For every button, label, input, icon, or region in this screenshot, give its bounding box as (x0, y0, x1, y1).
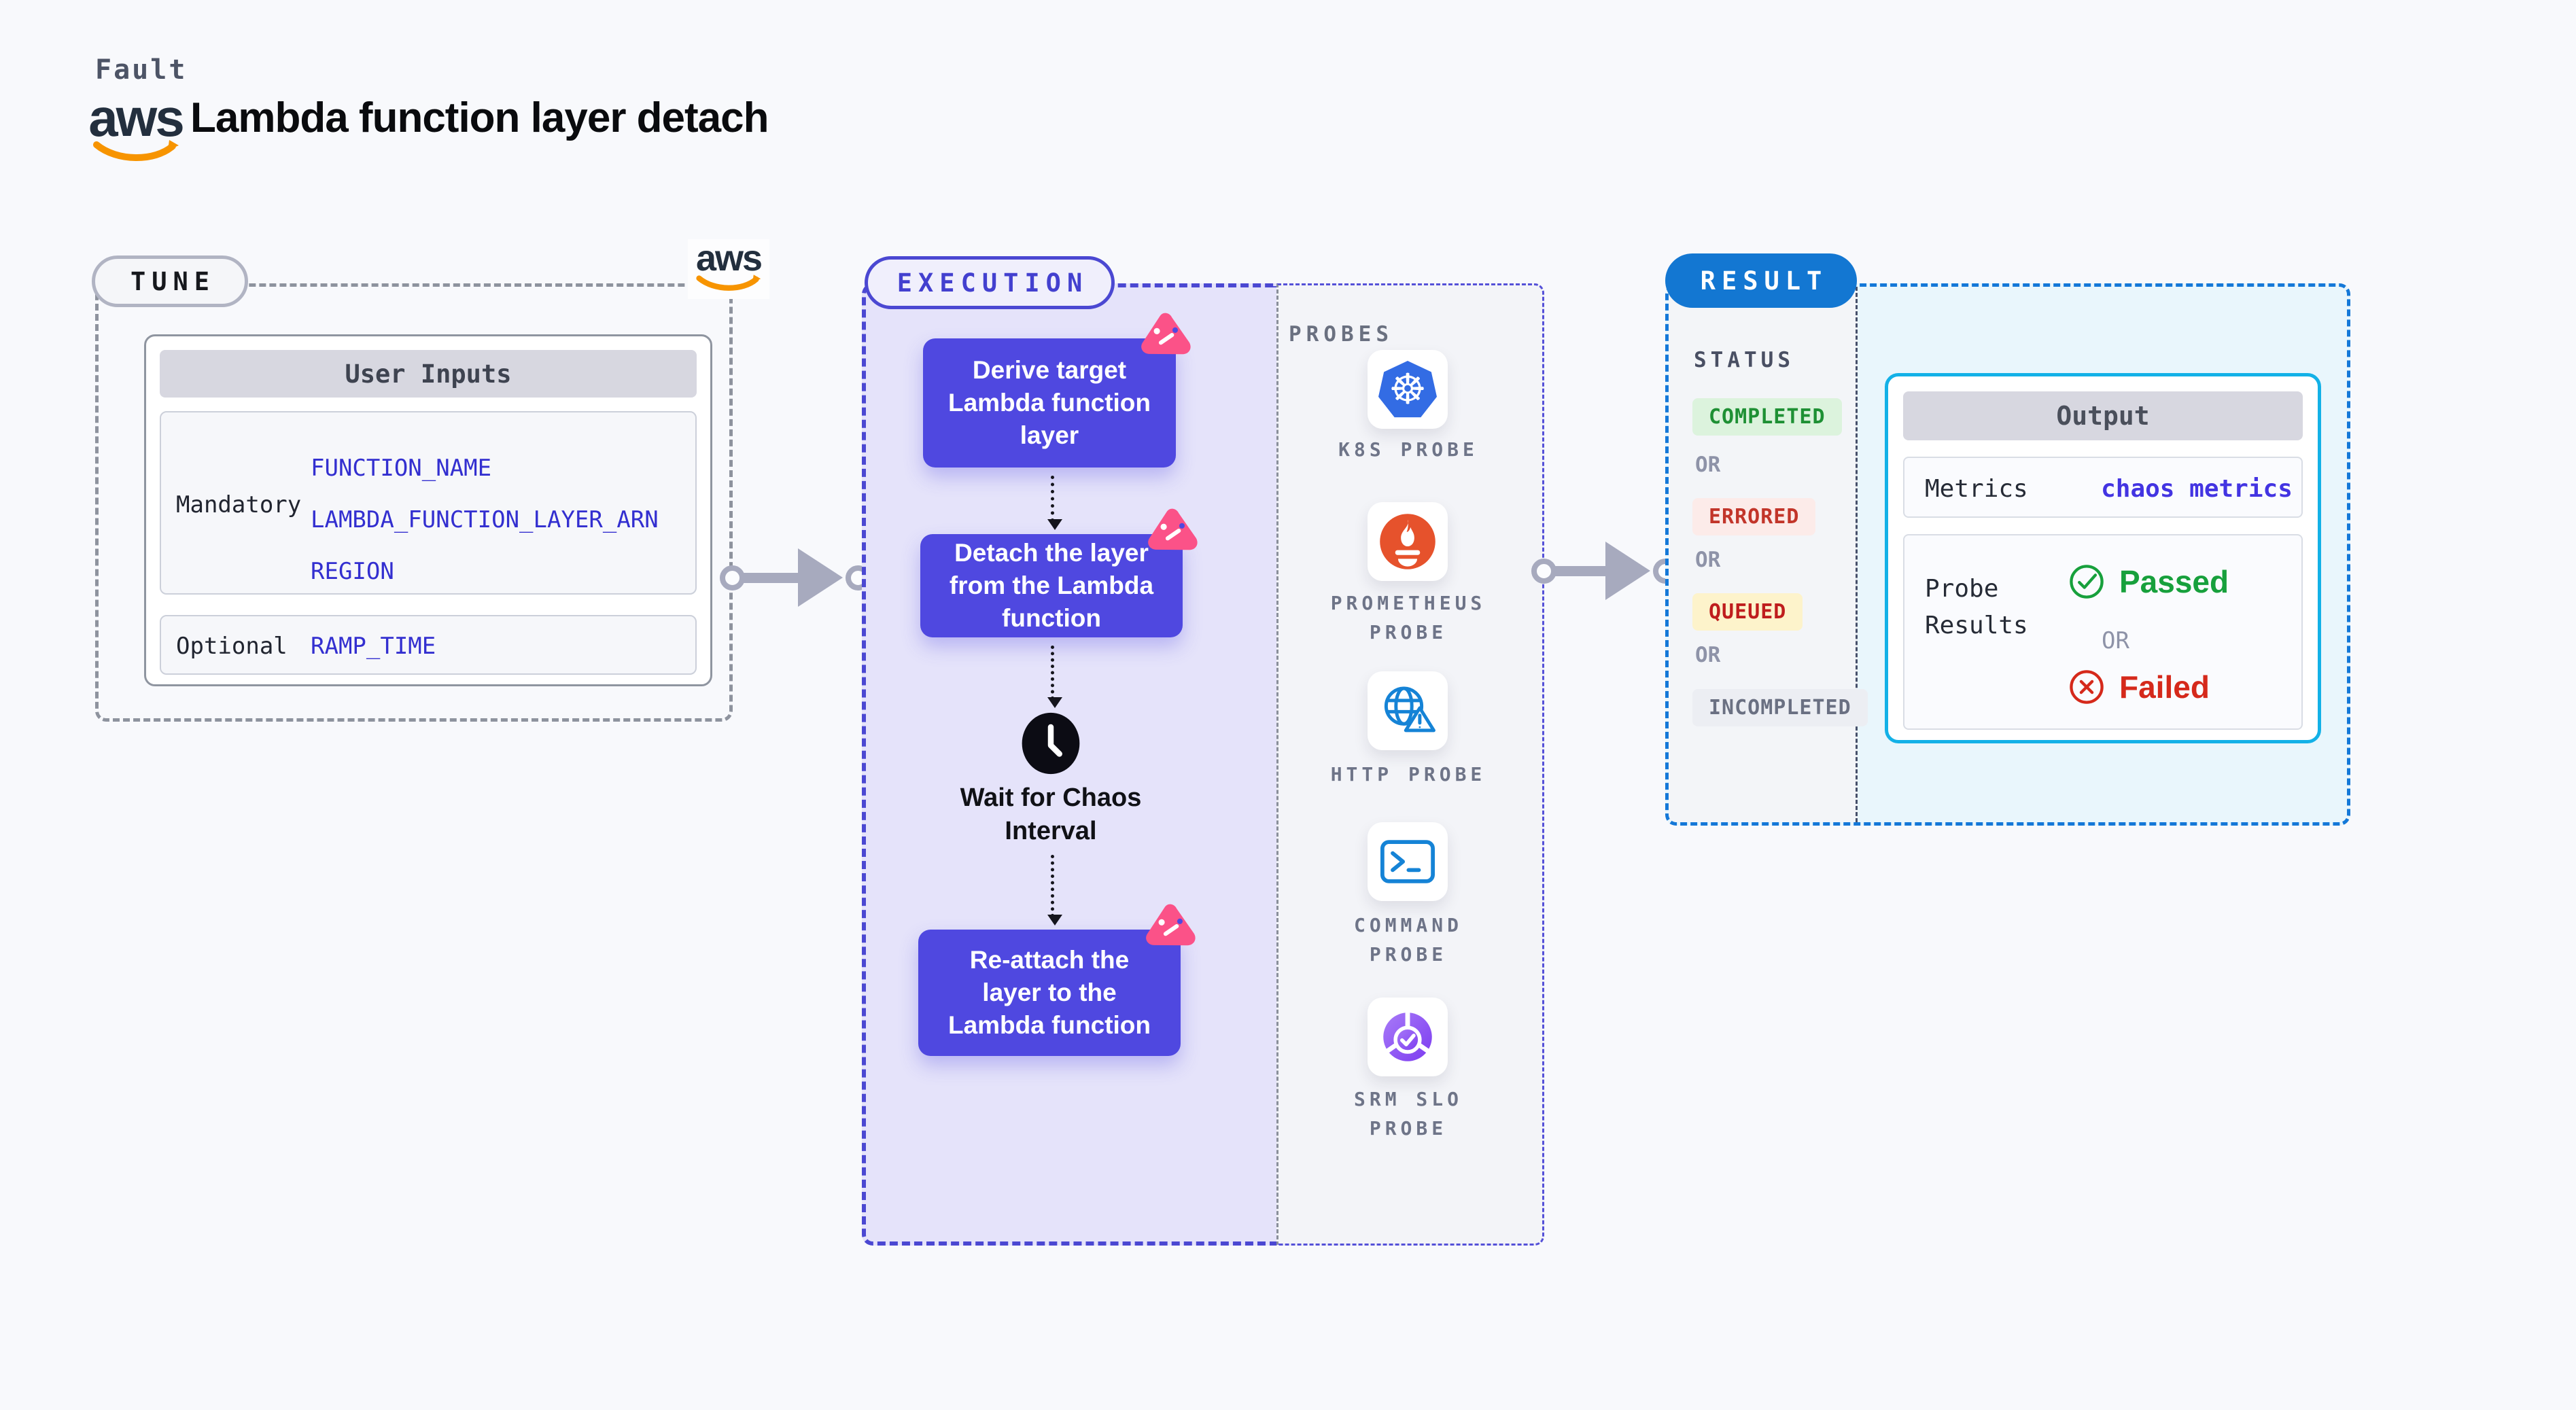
metrics-row: Metrics chaos metrics (1903, 457, 2303, 518)
wait-for-chaos-interval-label: Wait for Chaos Interval (960, 783, 1142, 846)
prometheus-icon (1380, 514, 1435, 569)
step-detach-layer: Detach the layer from the Lambda functio… (920, 508, 1198, 637)
chaos-logo-icon (1141, 313, 1191, 355)
command-probe-card (1368, 822, 1448, 901)
http-probe-label: HTTP PROBE (1330, 763, 1486, 786)
step-derive-target-layer: Derive target Lambda function layer (923, 313, 1191, 468)
prometheus-probe-card (1368, 502, 1448, 581)
output-title: Output (1903, 391, 2303, 440)
mandatory-row: Mandatory FUNCTION_NAME LAMBDA_FUNCTION_… (160, 411, 697, 595)
probe-results-label: Probe Results (1925, 575, 2028, 639)
terminal-icon (1380, 840, 1435, 883)
param-lambda-function-layer-arn: LAMBDA_FUNCTION_LAYER_ARN (311, 506, 659, 533)
probes-section-label: PROBES (1289, 322, 1393, 347)
connector-dot (720, 565, 745, 591)
step-label: Re-attach the layer to the Lambda functi… (947, 945, 1151, 1040)
status-badge-incompleted: INCOMPLETED (1692, 689, 1868, 726)
fault-kicker: Fault (95, 54, 188, 86)
step-label: Derive target Lambda function layer (947, 355, 1151, 450)
execution-pill: EXECUTION (865, 256, 1115, 309)
tune-section-box (95, 283, 733, 722)
srm-slo-icon (1383, 1011, 1432, 1061)
metrics-label: Metrics (1925, 475, 2028, 503)
step-label: Detach the layer from the Lambda functio… (949, 538, 1154, 633)
passed-label: Passed (2119, 564, 2229, 599)
x-circle-icon (2070, 670, 2104, 704)
execution-to-result-arrow (1531, 540, 1678, 601)
http-globe-icon (1384, 686, 1435, 733)
failed-label: Failed (2119, 669, 2210, 705)
prometheus-probe-label: PROMETHEUS PROBE (1330, 592, 1486, 644)
tune-pill: TUNE (92, 255, 248, 307)
kubernetes-icon: ☸ (1378, 361, 1437, 418)
metrics-value: chaos metrics (2101, 475, 2293, 503)
flow-arrow-down (1047, 855, 1062, 926)
optional-row: Optional RAMP_TIME (160, 615, 697, 675)
failed-verdict: Failed (2068, 668, 2210, 706)
status-badge-completed: COMPLETED (1692, 398, 1842, 436)
aws-logo-text: aws (695, 238, 763, 279)
check-circle-icon (2070, 565, 2104, 599)
result-pill: RESULT (1665, 253, 1857, 308)
param-ramp-time: RAMP_TIME (311, 633, 436, 660)
user-inputs-title: User Inputs (160, 350, 697, 398)
probes-section-box (1276, 283, 1544, 1246)
user-inputs-card: User Inputs Mandatory FUNCTION_NAME LAMB… (144, 334, 712, 686)
k8s-probe-label: K8S PROBE (1338, 438, 1478, 461)
tune-aws-logo: aws (688, 239, 769, 299)
connector-dot (1531, 559, 1556, 584)
chaos-logo-icon (1148, 508, 1198, 550)
clock-icon (1020, 711, 1082, 776)
param-function-name: FUNCTION_NAME (311, 455, 492, 482)
srm-slo-probe-label: SRM SLO PROBE (1353, 1088, 1463, 1140)
mandatory-label: Mandatory (176, 491, 302, 518)
http-probe-card (1368, 671, 1448, 750)
aws-swoosh-icon (696, 275, 761, 291)
tune-to-execution-arrow (720, 547, 871, 608)
output-card: Output Metrics chaos metrics Probe Resul… (1885, 373, 2321, 743)
flow-arrow-down (1047, 476, 1062, 530)
or-label: OR (1695, 643, 1721, 667)
srm-slo-probe-card (1368, 998, 1448, 1076)
or-label: OR (1695, 453, 1721, 477)
or-label: OR (2102, 627, 2129, 654)
status-column (1669, 287, 1858, 822)
chaos-logo-icon (1146, 904, 1196, 946)
optional-label: Optional (176, 633, 288, 660)
flow-arrow-down (1047, 646, 1062, 708)
probe-results-row: Probe Results Passed OR Failed (1903, 534, 2303, 730)
status-heading: STATUS (1694, 348, 1794, 372)
status-badge-errored: ERRORED (1692, 498, 1816, 535)
k8s-probe-card: ☸ (1368, 350, 1448, 429)
step-reattach-layer: Re-attach the layer to the Lambda functi… (918, 904, 1196, 1056)
page-title: Lambda function layer detach (190, 94, 769, 141)
command-probe-label: COMMAND PROBE (1353, 914, 1463, 966)
aws-logo: aws (88, 88, 185, 163)
passed-verdict: Passed (2068, 563, 2229, 601)
status-badge-queued: QUEUED (1692, 593, 1803, 631)
param-region: REGION (311, 558, 394, 585)
or-label: OR (1695, 548, 1721, 572)
aws-logo-text: aws (88, 88, 184, 147)
aws-swoosh-icon (92, 140, 179, 162)
